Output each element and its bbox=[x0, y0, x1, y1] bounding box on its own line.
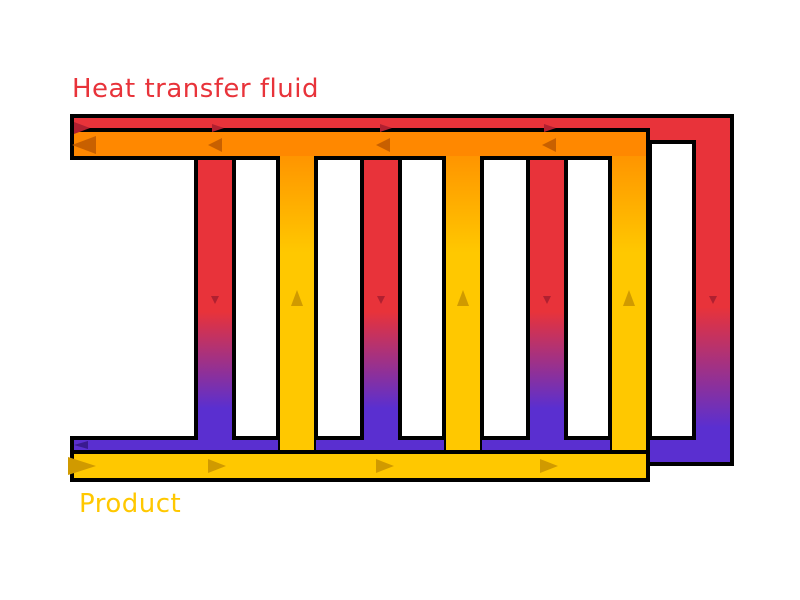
arrow-right-icon bbox=[208, 459, 226, 473]
arrow-left-icon bbox=[208, 138, 222, 152]
arrow-down-icon bbox=[709, 296, 717, 304]
arrow-up-icon bbox=[623, 290, 635, 306]
window bbox=[232, 156, 280, 440]
arrow-right-icon bbox=[540, 459, 558, 473]
arrow-left-icon bbox=[72, 136, 96, 154]
arrow-down-icon bbox=[377, 296, 385, 304]
arrow-down-icon bbox=[211, 296, 219, 304]
window bbox=[398, 156, 446, 440]
arrow-right-icon bbox=[74, 122, 90, 134]
arrow-right-icon bbox=[376, 459, 394, 473]
arrow-right-icon bbox=[544, 124, 556, 132]
heat-transfer-fluid-label: Heat transfer fluid bbox=[72, 74, 319, 104]
window bbox=[564, 156, 612, 440]
product-loop bbox=[70, 128, 650, 482]
arrow-right-icon bbox=[380, 124, 392, 132]
arrow-up-icon bbox=[291, 290, 303, 306]
arrow-left-icon bbox=[542, 138, 556, 152]
arrow-left-icon bbox=[376, 138, 390, 152]
flow-arrows bbox=[68, 122, 717, 475]
window bbox=[480, 156, 530, 440]
arrow-up-icon bbox=[457, 290, 469, 306]
heat-fluid-gap bbox=[648, 140, 696, 440]
window bbox=[314, 156, 364, 440]
arrow-left-icon bbox=[74, 441, 88, 449]
arrow-right-icon bbox=[212, 124, 224, 132]
arrow-down-icon bbox=[543, 296, 551, 304]
product-label: Product bbox=[79, 489, 182, 519]
arrow-right-icon bbox=[68, 457, 96, 475]
